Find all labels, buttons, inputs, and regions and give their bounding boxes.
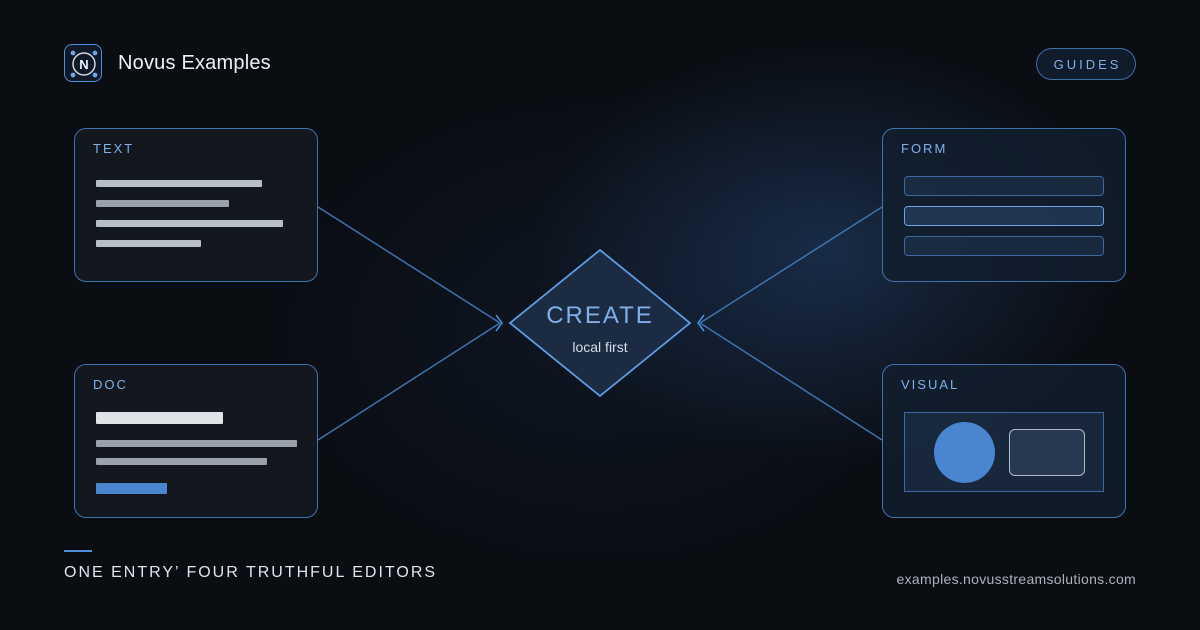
connector-visual [699, 322, 883, 441]
visual-rect-shape [1009, 429, 1085, 476]
form-field-active [904, 206, 1104, 226]
card-label-doc: DOC [93, 377, 128, 392]
arrow-head-right [697, 314, 705, 332]
create-title: CREATE [546, 302, 654, 329]
create-diamond [508, 248, 692, 398]
doc-line [96, 440, 297, 447]
brand[interactable]: N Novus Examples [64, 44, 271, 82]
brand-name: Novus Examples [118, 51, 271, 74]
card-label-visual: VISUAL [901, 377, 960, 392]
visual-editor-card[interactable]: VISUAL [882, 364, 1126, 518]
logo-letter: N [79, 57, 88, 72]
card-label-text: TEXT [93, 141, 135, 156]
text-line [96, 200, 229, 207]
connector-doc [317, 322, 501, 441]
logo-icon: N [64, 44, 102, 82]
visual-circle-shape [934, 422, 995, 483]
form-field [904, 176, 1104, 196]
doc-line [96, 458, 267, 465]
form-editor-card[interactable]: FORM [882, 128, 1126, 282]
text-editor-card[interactable]: TEXT [74, 128, 318, 282]
site-url-link[interactable]: examples.novusstreamsolutions.com [896, 571, 1136, 587]
arrow-head-left [495, 314, 503, 332]
doc-link-line [96, 483, 167, 494]
text-line [96, 180, 262, 187]
create-subtitle: local first [572, 339, 628, 355]
footer-accent-rule [64, 550, 92, 552]
connector-form [699, 206, 883, 324]
footer-tagline: ONE ENTRY’ FOUR TRUTHFUL EDITORS [64, 564, 438, 581]
card-label-form: FORM [901, 141, 948, 156]
guides-button[interactable]: GUIDES [1036, 48, 1136, 80]
text-line [96, 220, 283, 227]
form-field [904, 236, 1104, 256]
text-line [96, 240, 201, 247]
visual-canvas [904, 412, 1104, 492]
connector-text [317, 206, 501, 324]
doc-editor-card[interactable]: DOC [74, 364, 318, 518]
doc-heading-line [96, 412, 223, 424]
